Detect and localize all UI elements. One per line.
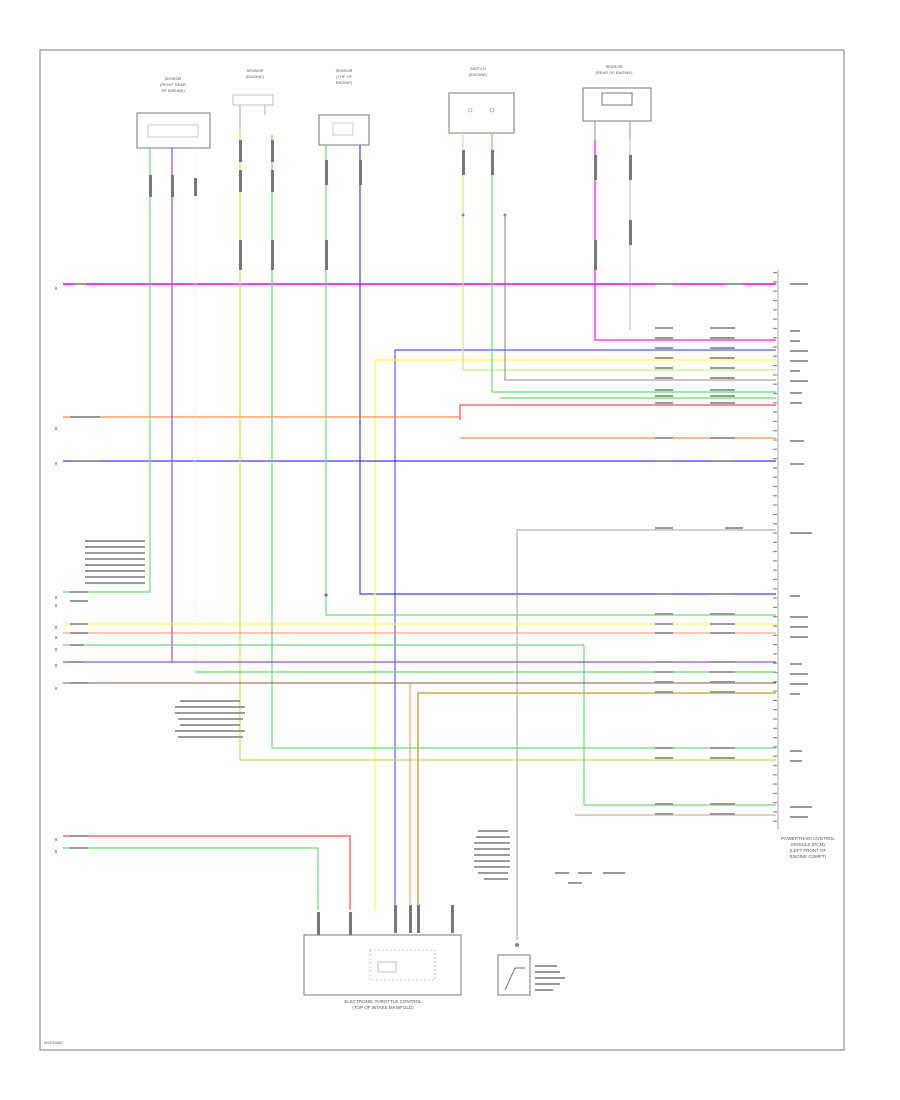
annotation-sensor-2: [175, 700, 245, 738]
pcm-pin: [773, 746, 777, 748]
pcm-pin: [773, 355, 777, 357]
pcm-pin: [773, 476, 777, 478]
pcm-pin: [773, 625, 777, 627]
component-etc: ELECTRONIC THROTTLE CONTROL (TOP OF INTA…: [303, 934, 462, 1010]
pcm-pin: [773, 597, 777, 599]
pcm-pin: [773, 774, 777, 776]
pcm-pin: [773, 820, 777, 822]
pcm-pin: [773, 290, 777, 292]
svg-text:(LEFT FRONT OF: (LEFT FRONT OF: [790, 848, 827, 853]
pcm-pin: [773, 495, 777, 497]
pcm-pin: [773, 755, 777, 757]
pcm-pin: [773, 606, 777, 608]
pcm-pin: [773, 523, 777, 525]
pcm-pin: [773, 458, 777, 460]
svg-text:(REAR OF ENGINE): (REAR OF ENGINE): [596, 70, 634, 75]
pcm-pin: [773, 569, 777, 571]
pcm-pin: [773, 318, 777, 320]
pcm-pin: [773, 467, 777, 469]
component-sensor-2: SENSOR (ENGINE): [232, 68, 274, 130]
pcm-pin: [773, 709, 777, 711]
pcm-pin: [773, 448, 777, 450]
pcm-pin: [773, 588, 777, 590]
svg-text:SWITCH: SWITCH: [470, 66, 486, 71]
pcm-pin: [773, 420, 777, 422]
pcm-pin: [773, 392, 777, 395]
svg-text:ENGINE COMPT): ENGINE COMPT): [790, 854, 827, 859]
pcm-pin: [773, 504, 777, 506]
svg-text:SENSOR: SENSOR: [606, 64, 623, 69]
pcm-pin: [773, 411, 777, 413]
pcm-caption: POWERTRAIN CONTROL MODULE (PCM) (LEFT FR…: [781, 836, 835, 859]
component-sensor-1: SENSOR (RIGHT REAR OF ENGINE): [136, 76, 211, 149]
annotation-lower-sensor: [474, 830, 625, 884]
pcm-pin: [773, 718, 777, 720]
left-row-markers: [55, 287, 57, 853]
pcm-pin: [773, 560, 777, 562]
pcm-pin: [773, 299, 777, 302]
svg-text:(RIGHT REAR: (RIGHT REAR: [160, 82, 186, 87]
pcm-pin: [773, 737, 777, 739]
svg-text:OF ENGINE): OF ENGINE): [161, 88, 185, 93]
pcm-pin: [773, 792, 777, 794]
svg-text:(TOP OF: (TOP OF: [336, 74, 353, 79]
pcm-pin: [773, 690, 777, 692]
svg-text:POWERTRAIN CONTROL: POWERTRAIN CONTROL: [781, 836, 835, 841]
wire-labels: [70, 283, 812, 849]
pcm-pin: [773, 578, 777, 581]
pcm-pin: [773, 281, 777, 283]
svg-text:MODULE (PCM): MODULE (PCM): [791, 842, 825, 847]
component-sensor-3: SENSOR (TOP OF ENGINE): [318, 68, 370, 146]
svg-text:SENSOR: SENSOR: [247, 68, 264, 73]
svg-text:ELECTRONIC THROTTLE CONTROL: ELECTRONIC THROTTLE CONTROL: [344, 999, 422, 1004]
pcm-pin: [773, 365, 777, 367]
pcm-pin: [773, 783, 777, 785]
svg-text:(TOP OF INTAKE MANIFOLD): (TOP OF INTAKE MANIFOLD): [352, 1005, 414, 1010]
component-switch: SWITCH (ENGINE): [448, 66, 515, 134]
pcm-pin: [773, 699, 777, 701]
pcm-pin: [773, 634, 777, 636]
pcm-pin: [773, 383, 777, 385]
svg-text:ENGINE): ENGINE): [336, 80, 353, 85]
pcm-pin: [773, 802, 777, 804]
pcm-pin: [773, 327, 777, 329]
component-sensor-5: SENSOR (REAR OF ENGINE): [582, 64, 652, 140]
pcm-pin: [773, 662, 777, 664]
pcm-pin: [773, 346, 777, 348]
pcm-pin: [773, 439, 777, 441]
svg-text:(ENGINE): (ENGINE): [469, 72, 488, 77]
diagram-frame: [39, 49, 845, 1051]
pcm-pin: [773, 485, 777, 488]
pcm-pin: [773, 811, 777, 813]
pcm-pin: [773, 616, 777, 618]
svg-text:(ENGINE): (ENGINE): [246, 74, 265, 79]
splice-dots: [324, 213, 507, 597]
pcm-pin: [773, 309, 777, 311]
pcm-pin: [773, 541, 777, 543]
pcm-pin: [773, 272, 777, 274]
pcm-connector: [773, 270, 779, 830]
pcm-pin: [773, 727, 777, 729]
pcm-pin: [773, 337, 777, 339]
pcm-pin: [773, 764, 777, 767]
pcm-pin: [773, 374, 777, 376]
pcm-pin: [773, 430, 777, 432]
svg-text:SENSOR: SENSOR: [336, 68, 353, 73]
pcm-pin: [773, 402, 777, 404]
pcm-pin: [773, 681, 777, 683]
pcm-pin: [773, 513, 777, 515]
svg-text:SENSOR: SENSOR: [165, 76, 182, 81]
connector-ticks: [149, 140, 632, 937]
annotation-sensor-1: [85, 540, 145, 584]
component-lower-sensor: [497, 943, 565, 996]
figure-code: W1234567: [44, 1040, 64, 1045]
pcm-pin: [773, 551, 777, 553]
pcm-pin: [773, 653, 777, 655]
wire-group: [63, 130, 776, 940]
pcm-pin: [773, 644, 777, 646]
pcm-pin: [773, 532, 777, 534]
